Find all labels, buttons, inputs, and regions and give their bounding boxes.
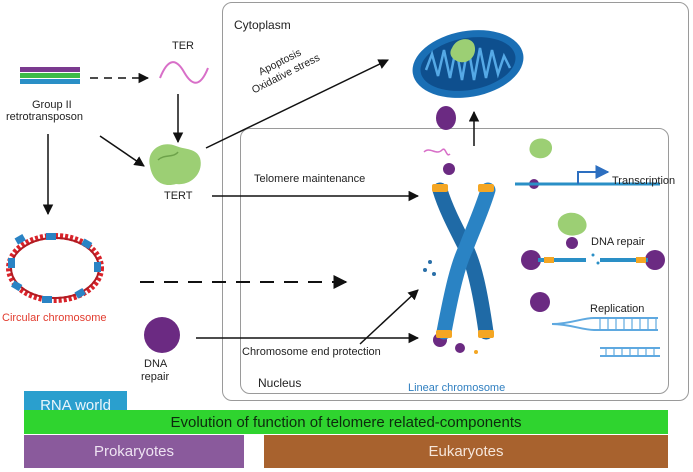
dna-repair-right-label: DNA repair [591,236,645,248]
group-ii-label-line2: retrotransposon [6,111,84,123]
telomere-maintenance-label: Telomere maintenance [254,173,366,185]
mitochondrion-icon [412,30,524,98]
circular-chromosome-icon [6,233,104,303]
cytoplasm-label: Cytoplasm [234,18,291,32]
ter-rna-icon [159,61,209,84]
eukaryotes-band: Eukaryotes [264,435,668,468]
group-ii-label-line1: Group II [32,99,72,111]
chromosome-end-protection-label: Chromosome end protection [242,346,381,358]
nucleus-panel [240,128,669,394]
evolution-band: Evolution of function of telomere relate… [24,410,668,434]
replication-label: Replication [590,303,645,315]
cytoplasm-panel [222,2,689,401]
linear-chromosome-icon [423,182,496,354]
dna-repair-left-label-line1: DNA [144,358,168,370]
group-ii-retrotransposon-icon [20,67,80,84]
transcription-label: Transcription [612,175,676,187]
eukaryotes-label: Eukaryotes [428,443,504,460]
prokaryotes-label: Prokaryotes [93,443,175,460]
rna-world-label: RNA world [40,396,111,414]
tert-label: TERT [164,190,193,202]
tert-protein-icon [149,144,201,186]
dna-repair-left-label-line2: repair [141,371,170,383]
circular-chromosome-label: Circular chromosome [2,312,107,324]
ter-label: TER [172,40,194,52]
prokaryotes-band: Prokaryotes [24,435,244,468]
evolution-label: Evolution of function of telomere relate… [170,413,522,431]
nucleus-label: Nucleus [258,376,302,390]
linear-chromosome-label: Linear chromosome [408,382,506,394]
